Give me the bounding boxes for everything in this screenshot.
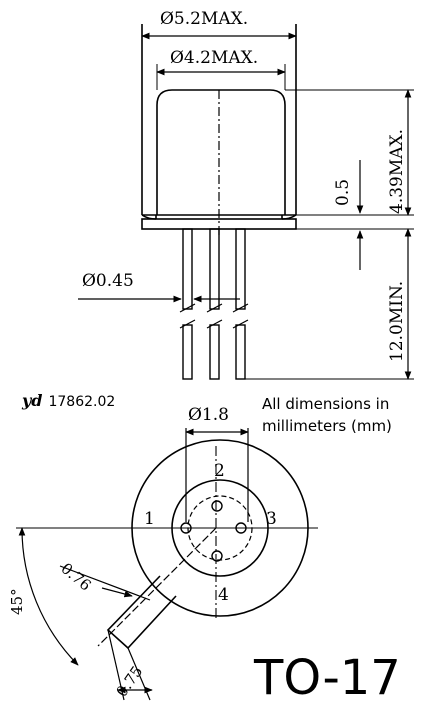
orientation-tab (106, 575, 177, 650)
brand-logo: yd (22, 391, 43, 410)
label-tab-length: 0.75 (113, 663, 147, 701)
package-name: TO-17 (254, 650, 401, 706)
pin-label-4: 4 (218, 585, 229, 605)
drawing-number: 17862.02 (48, 394, 116, 410)
bottom-centerlines (16, 446, 318, 620)
label-tab-angle: 45° (8, 588, 26, 615)
leads (179, 228, 249, 380)
label-body-diameter: Ø5.2MAX. (160, 9, 248, 29)
dim-extension-lines (245, 89, 414, 380)
body-side-outline (141, 24, 297, 220)
cap-outline (156, 89, 286, 215)
label-tab-width: 0.76 (57, 559, 94, 594)
dim-cap-diameter (156, 64, 286, 90)
pin-label-3: 3 (266, 509, 277, 529)
units-note: All dimensions in millimeters (mm) (262, 393, 392, 437)
dim-tab-length (107, 629, 153, 701)
label-lead-diameter: Ø0.45 (82, 271, 134, 291)
label-body-height: 4.39MAX. (387, 129, 407, 214)
dim-tab-angle (18, 527, 217, 666)
pin-label-2: 2 (214, 461, 225, 481)
units-note-line1: All dimensions in (262, 395, 390, 413)
pin-label-1: 1 (144, 509, 155, 529)
label-cap-diameter: Ø4.2MAX. (170, 48, 258, 68)
label-rim-height: 0.5 (333, 179, 353, 206)
label-lead-length: 12.0MIN. (387, 281, 407, 362)
units-note-line2: millimeters (mm) (262, 417, 392, 435)
label-pin-circle: Ø1.8 (188, 405, 229, 425)
dim-pin-circle (185, 428, 249, 522)
brand-code: yd 17862.02 (22, 391, 115, 410)
